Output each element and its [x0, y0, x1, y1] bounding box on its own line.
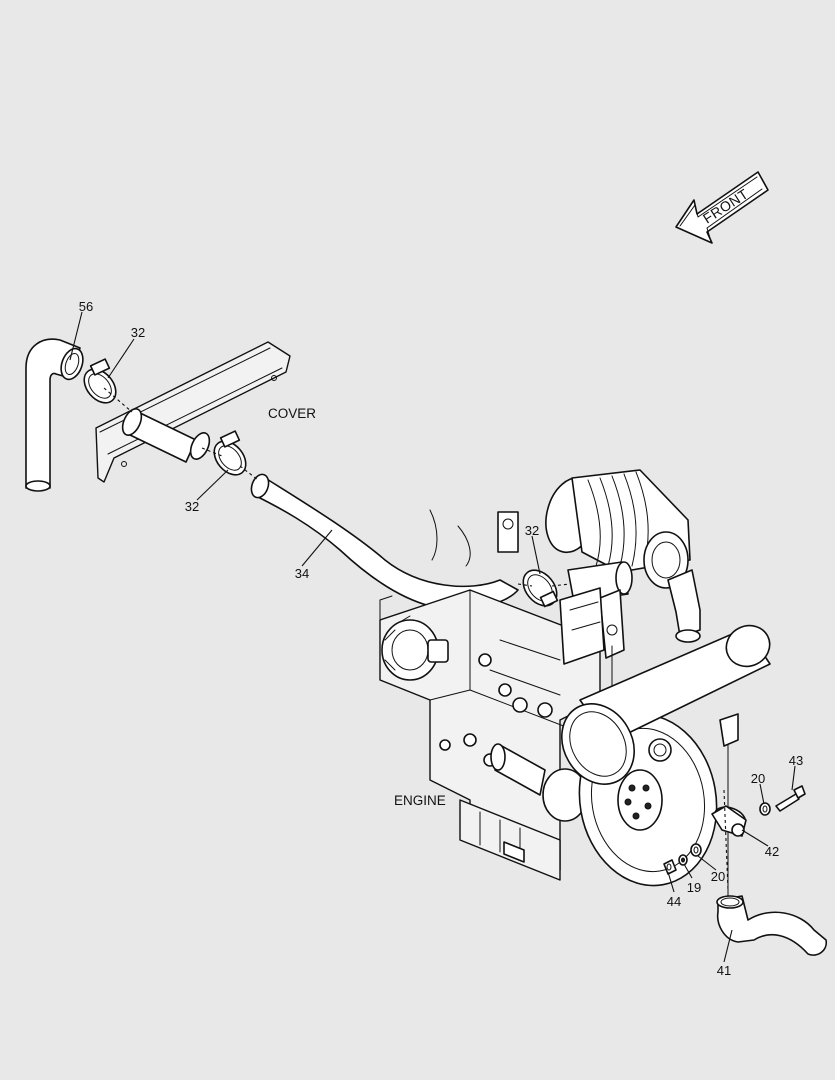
callout-20-right: 20	[751, 771, 765, 786]
bolt-43	[775, 785, 806, 812]
exhaust-clamp-42	[711, 789, 747, 891]
callout-20-lower: 20	[711, 869, 725, 884]
label-cover: COVER	[268, 406, 316, 421]
front-arrow: FRONT	[675, 171, 769, 244]
callout-56: 56	[79, 299, 93, 314]
callout-19: 19	[687, 880, 701, 895]
straight-tube	[121, 408, 211, 463]
elbow-pipe-56	[25, 338, 84, 492]
hose-clamp-engine	[522, 569, 559, 608]
nut-44	[663, 859, 677, 875]
hose-34	[250, 473, 519, 610]
cover-bracket	[95, 341, 291, 483]
engine-assembly	[379, 469, 771, 901]
hose-clamp-lower-left	[213, 430, 247, 476]
lock-washer-19	[678, 854, 688, 866]
callout-34: 34	[295, 566, 309, 581]
washer-20-right	[759, 802, 771, 816]
callout-41: 41	[717, 963, 731, 978]
washer-20-lower	[690, 843, 702, 857]
callout-43: 43	[789, 753, 803, 768]
callout-44: 44	[667, 894, 681, 909]
tail-pipe-41	[716, 895, 828, 956]
label-engine: ENGINE	[394, 793, 446, 808]
callout-42: 42	[765, 844, 779, 859]
leader-lines	[69, 311, 796, 963]
callout-32-lower: 32	[185, 499, 199, 514]
callout-32-upper: 32	[131, 325, 145, 340]
callout-32-engine: 32	[525, 523, 539, 538]
